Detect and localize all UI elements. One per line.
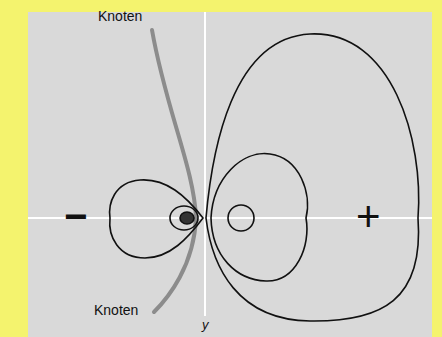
negative-lobe-middle	[170, 206, 198, 230]
y-axis	[204, 12, 206, 316]
positive-lobe-middle	[211, 154, 308, 281]
sign-label: +	[356, 196, 381, 238]
node-label: Knoten	[98, 9, 142, 23]
positive-lobe-inner	[228, 205, 254, 231]
sign-label: −	[64, 196, 87, 236]
node-surface	[152, 30, 196, 312]
negative-lobe-inner	[180, 212, 194, 224]
axis-label: y	[200, 318, 211, 331]
positive-lobe-outer	[206, 34, 419, 321]
node-label: Knoten	[94, 303, 138, 317]
panel-ground	[28, 12, 432, 337]
negative-lobe-outer	[110, 180, 203, 258]
